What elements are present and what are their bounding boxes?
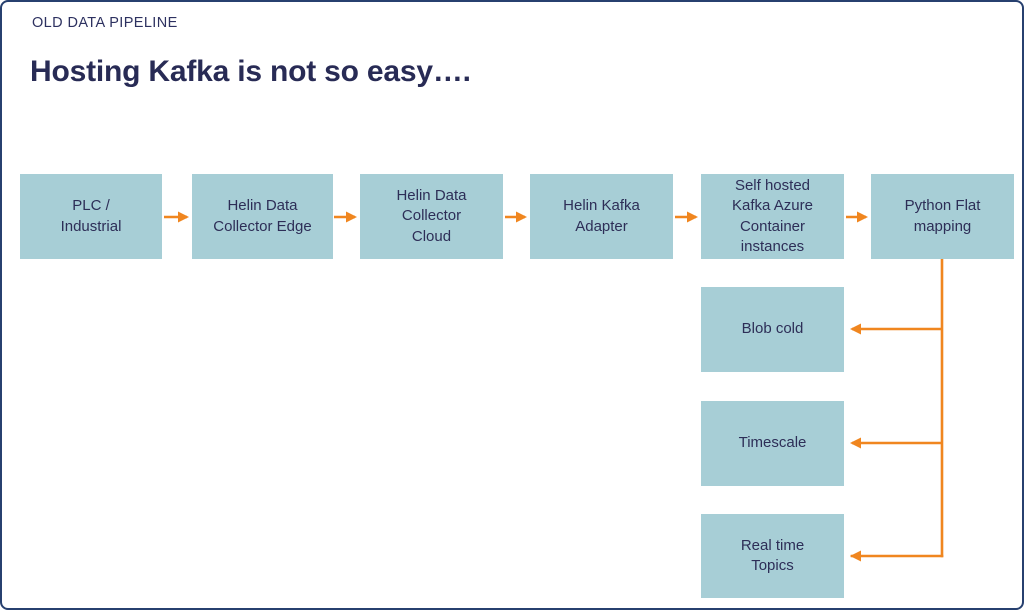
kicker-label: OLD DATA PIPELINE <box>32 15 178 31</box>
node-label: Python Flat mapping <box>904 197 981 235</box>
node-label: Helin Data Collector Edge <box>213 197 312 235</box>
node-helin-data-collector-edge: Helin Data Collector Edge <box>192 174 333 259</box>
node-helin-data-collector-cloud: Helin Data Collector Cloud <box>360 174 503 259</box>
page-title: Hosting Kafka is not so easy…. <box>30 55 471 88</box>
node-label: Real time Topics <box>740 536 805 574</box>
node-timescale: Timescale <box>701 401 844 486</box>
node-helin-kafka-adapter: Helin Kafka Adapter <box>530 174 673 259</box>
node-self-hosted-kafka-azure: Self hosted Kafka Azure Container instan… <box>701 174 844 259</box>
node-blob-cold: Blob cold <box>701 287 844 372</box>
node-label: Helin Kafka Adapter <box>563 197 640 235</box>
node-label: Timescale <box>738 434 807 452</box>
node-label: Helin Data Collector Cloud <box>396 187 467 245</box>
node-real-time-topics: Real time Topics <box>701 514 844 598</box>
node-label: PLC / Industrial <box>60 197 122 235</box>
node-plc-industrial: PLC / Industrial <box>20 174 162 259</box>
node-label: Blob cold <box>741 320 804 338</box>
node-label: Self hosted Kafka Azure Container instan… <box>732 177 813 255</box>
node-python-flat-mapping: Python Flat mapping <box>871 174 1014 259</box>
